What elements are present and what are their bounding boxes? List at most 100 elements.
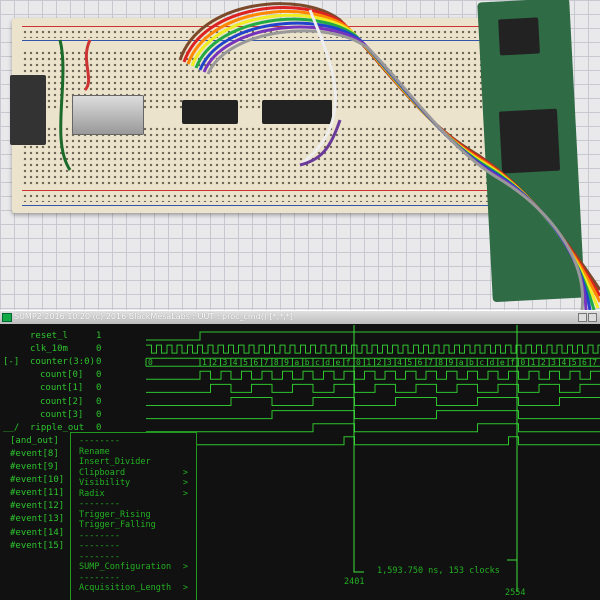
- counter-value-label: 2: [377, 358, 382, 367]
- menu-item[interactable]: Acquisition_Length>: [79, 583, 194, 593]
- menu-item[interactable]: Rename: [79, 447, 194, 457]
- menu-item-label: Clipboard: [79, 467, 126, 478]
- wave-counter-segment: [538, 357, 550, 367]
- menu-item[interactable]: Insert_Divider: [79, 457, 194, 467]
- wave-counter-segment: [374, 357, 385, 367]
- maximize-button[interactable]: [588, 313, 597, 322]
- signal-name[interactable]: #event[15]: [10, 540, 65, 551]
- counter-value-label: 6: [418, 358, 423, 367]
- signal-name[interactable]: #event[10]: [10, 475, 65, 486]
- wave-counter-segment: [404, 357, 416, 367]
- cursor-a-line: [353, 325, 364, 573]
- cursor-measurement: 1,593.750 ns, 153 clocks: [377, 566, 500, 576]
- signal-value: 0: [96, 383, 102, 394]
- submenu-arrow-icon: >: [182, 488, 188, 499]
- menu-item[interactable]: Clipboard>: [79, 468, 194, 478]
- signal-value: 1: [96, 331, 102, 341]
- menu-item[interactable]: Trigger_Falling: [79, 520, 194, 530]
- wave-counter-segment: [230, 357, 242, 367]
- menu-item-label: Rename: [79, 446, 110, 457]
- wave-counter-segment: [220, 357, 231, 367]
- menu-item: --------: [79, 436, 194, 446]
- submenu-arrow-icon: >: [182, 478, 188, 488]
- ic-chip: [262, 100, 332, 124]
- sump2-window: SUMP2 2016.10.20 (c) 2016 BlackMesaLabs …: [0, 310, 600, 600]
- counter-value-label: 1: [202, 358, 207, 367]
- signal-prefix[interactable]: [-]: [3, 357, 20, 368]
- menu-item-label: Acquisition_Length: [79, 583, 172, 593]
- wave-counter-segment: [589, 357, 600, 367]
- signal-value: 0: [96, 344, 102, 355]
- counter-value-label: 3: [387, 358, 392, 367]
- app-icon: [2, 313, 12, 322]
- wave-ripple_out: [146, 423, 600, 433]
- signal-name[interactable]: counter(3:0): [30, 357, 96, 368]
- signal-name[interactable]: #event[14]: [10, 527, 65, 538]
- wave-counter-segment: [558, 357, 570, 367]
- menu-item: --------: [79, 573, 194, 583]
- signal-name[interactable]: ripple_out: [30, 422, 85, 433]
- counter-value-label: 3: [223, 358, 228, 367]
- wave-counter-segment: [312, 357, 324, 367]
- menu-item[interactable]: SUMP_Configuration>: [79, 562, 194, 572]
- minimize-button[interactable]: [578, 313, 587, 322]
- counter-value-label: b: [305, 358, 310, 367]
- wave-counter-segment: [343, 357, 355, 367]
- signal-name[interactable]: count[0]: [40, 370, 84, 381]
- signal-name[interactable]: #event[11]: [10, 488, 65, 499]
- counter-value-label: 1: [531, 358, 536, 367]
- signal-name[interactable]: #event[8]: [10, 448, 59, 459]
- wave-counter-segment: [322, 357, 334, 367]
- signal-value: 0: [96, 396, 102, 407]
- wave-counter-segment: [333, 357, 344, 367]
- signal-name[interactable]: [and_out]: [10, 435, 59, 446]
- signal-name[interactable]: #event[13]: [10, 514, 65, 525]
- counter-value-label: a: [294, 358, 299, 367]
- signal-name[interactable]: #event[9]: [10, 462, 59, 472]
- menu-item-label: --------: [79, 541, 120, 551]
- counter-value-label: 5: [572, 358, 577, 367]
- counter-value-label: 5: [407, 358, 412, 367]
- signal-name[interactable]: reset_l: [30, 331, 68, 341]
- signal-name[interactable]: #event[12]: [10, 501, 65, 512]
- title-bar: SUMP2 2016.10.20 (c) 2016 BlackMesaLabs …: [0, 310, 600, 324]
- wave-count-0: [146, 370, 600, 380]
- counter-value-label: 2: [212, 358, 217, 367]
- counter-value-label: 4: [397, 358, 402, 367]
- wave-counter-segment: [528, 357, 539, 367]
- wave-reset_l: [146, 331, 600, 341]
- signal-prefix[interactable]: __/: [3, 422, 20, 433]
- counter-value-label: 7: [428, 358, 433, 367]
- counter-value-label: d: [490, 358, 495, 367]
- wave-counter-segment: [579, 357, 591, 367]
- wave-counter-segment: [548, 357, 560, 367]
- menu-item-label: --------: [79, 551, 120, 562]
- ribbon-cable: [58, 2, 600, 310]
- wave-counter-segment: [569, 357, 580, 367]
- wave-counter-segment: [497, 357, 509, 367]
- signal-name[interactable]: count[2]: [40, 396, 84, 407]
- signal-value: 0: [96, 370, 102, 381]
- signal-name[interactable]: clk_10m: [30, 344, 68, 355]
- counter-value-label: 7: [264, 358, 269, 367]
- signal-name[interactable]: count[3]: [40, 409, 84, 420]
- wave-count-3: [146, 410, 600, 420]
- menu-item-label: Trigger_Falling: [79, 520, 156, 530]
- counter-value-label: 9: [284, 358, 289, 367]
- menu-item-label: --------: [79, 530, 120, 541]
- wave-counter-segment: [517, 357, 529, 367]
- wave-counter-segment: [209, 357, 221, 367]
- switch: [10, 75, 46, 145]
- menu-item[interactable]: Visibility>: [79, 478, 194, 488]
- menu-item[interactable]: Radix >: [79, 489, 194, 499]
- menu-item-label: Radix: [79, 488, 105, 499]
- wave-counter-segment: [435, 357, 447, 367]
- signal-name[interactable]: count[1]: [40, 383, 84, 394]
- counter-value-label: a: [459, 358, 464, 367]
- counter-value-label: 8: [274, 358, 279, 367]
- counter-value-label: e: [500, 358, 505, 367]
- menu-item[interactable]: Trigger_Rising: [79, 510, 194, 520]
- cursor-b-label: 2554: [505, 588, 526, 598]
- counter-value-label: 5: [243, 358, 248, 367]
